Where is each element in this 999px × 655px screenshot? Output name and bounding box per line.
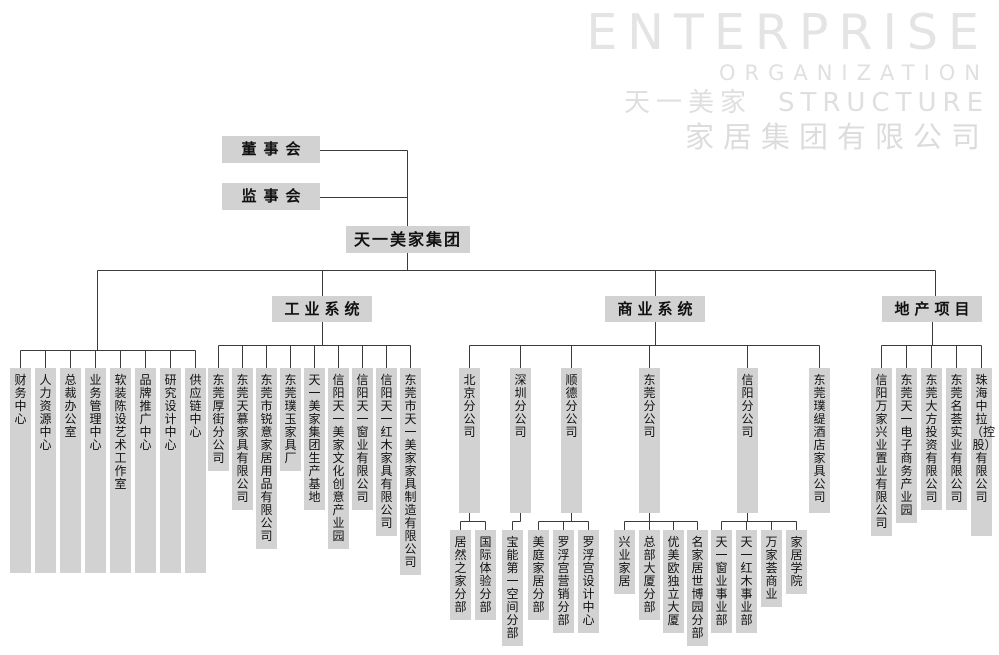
node-commercial-system: 商业系统 (605, 296, 705, 322)
node-commercial-sub: 兴业家居 (614, 530, 635, 594)
node-commercial-sub: 宝能第一空间分部 (502, 530, 523, 646)
node-commercial-co-beijing: 北京分公司 (459, 368, 480, 513)
node-commercial-co-dongguan: 东莞分公司 (639, 368, 660, 513)
node-commercial-sub: 万家荟商业 (761, 530, 782, 607)
watermark-cn-brand: 天一美家 (623, 87, 752, 118)
node-dept-business-mgmt: 业务管理中心 (85, 368, 106, 573)
node-board-of-directors: 董事会 (222, 136, 320, 163)
node-commercial-sub: 罗浮宫营销分部 (553, 530, 574, 633)
node-industrial-co: 天一美家集团生产基地 (304, 368, 325, 510)
node-supervisory-board: 监事会 (222, 183, 320, 210)
node-industrial-co: 信阳天一窗业有限公司 (352, 368, 373, 510)
watermark-enterprise: ENTERPRISE (586, 4, 989, 61)
node-commercial-sub: 总部大厦分部 (639, 530, 660, 620)
node-dept-soft-deco-studio: 软装陈设艺术工作室 (110, 368, 131, 573)
watermark-structure: STRUCTURE (777, 87, 989, 118)
node-dept-president-office: 总裁办公室 (60, 368, 81, 573)
node-industrial-co: 信阳天一美家文化创意产业园 (328, 368, 349, 549)
node-realestate-co: 信阳万家兴业置业有限公司 (871, 368, 892, 536)
node-industrial-co: 东莞璞玉家具厂 (280, 368, 301, 471)
node-commercial-sub: 名家居世博园分部 (687, 530, 708, 646)
node-commercial-co-shunde: 顺德分公司 (561, 368, 582, 513)
watermark-organization: ORGANIZATION (718, 60, 989, 85)
node-dept-supply-chain: 供应链中心 (185, 368, 206, 573)
node-dept-brand-promo: 品牌推广中心 (135, 368, 156, 573)
node-group-headquarters: 天一美家集团 (346, 226, 470, 253)
node-commercial-sub: 居然之家分部 (450, 530, 471, 620)
node-commercial-sub: 罗浮宫设计中心 (578, 530, 599, 633)
node-industrial-co: 东莞天慕家具有限公司 (232, 368, 253, 510)
node-commercial-co-xinyang: 信阳分公司 (737, 368, 758, 513)
node-industrial-co: 东莞市锐意家居用品有限公司 (256, 368, 277, 549)
node-dept-finance: 财务中心 (10, 368, 31, 573)
watermark-structure-line: 天一美家 STRUCTURE (586, 89, 989, 118)
node-realestate-projects: 地产项目 (882, 296, 982, 322)
node-realestate-co: 东莞天一电子商务产业园 (896, 368, 917, 523)
node-commercial-sub: 美庭家居分部 (528, 530, 549, 620)
node-industrial-system: 工业系统 (272, 296, 372, 322)
node-realestate-co: 东莞名荟实业有限公司 (946, 368, 967, 510)
node-dept-research-design: 研究设计中心 (160, 368, 181, 573)
node-commercial-sub: 优美欧独立大厦 (663, 530, 684, 633)
watermark-company-name: 家居集团有限公司 (684, 119, 989, 154)
node-industrial-co: 东莞厚街分公司 (208, 368, 229, 471)
node-dept-hr: 人力资源中心 (35, 368, 56, 573)
node-commercial-sub: 天一窗业事业部 (711, 530, 732, 633)
node-commercial-sub: 国际体验分部 (475, 530, 496, 620)
node-industrial-co: 信阳天一红木家具有限公司 (376, 368, 397, 536)
node-commercial-co-hotel-furniture: 东莞璞缇酒店家具公司 (809, 368, 830, 513)
node-commercial-sub: 天一红木事业部 (736, 530, 757, 633)
watermark: ENTERPRISE ORGANIZATION 天一美家 STRUCTURE 家居… (586, 6, 989, 153)
node-industrial-co: 东莞市天一美家家具制造有限公司 (400, 368, 421, 575)
node-commercial-sub: 家居学院 (786, 530, 807, 594)
node-realestate-co: 珠海中拉（控股）有限公司 (971, 368, 995, 536)
node-commercial-co-shenzhen: 深圳分公司 (510, 368, 531, 513)
node-realestate-co: 东莞大方投资有限公司 (921, 368, 942, 510)
